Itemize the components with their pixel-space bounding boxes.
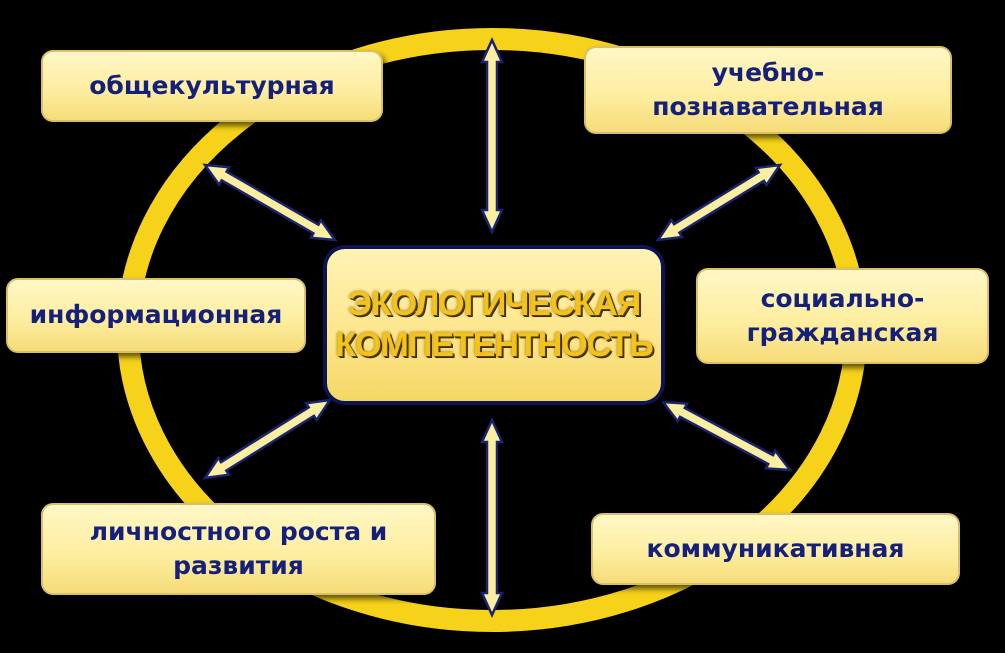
node-personal-growth: личностного роста и развития bbox=[41, 503, 436, 595]
node-social-civic: социально- гражданская bbox=[696, 268, 989, 364]
arrow-upper-right bbox=[655, 163, 783, 242]
center-competence: ЭКОЛОГИЧЕСКАЯ КОМПЕТЕНТНОСТЬ bbox=[323, 245, 665, 405]
arrow-lower-left bbox=[202, 398, 333, 480]
node-general-cultural: общекультурная bbox=[41, 50, 383, 122]
node-educational-cognitive: учебно- познавательная bbox=[584, 46, 952, 134]
arrow-bottom bbox=[480, 416, 504, 619]
node-communicative: коммуникативная bbox=[591, 513, 960, 585]
arrow-top bbox=[480, 36, 504, 236]
arrows-group bbox=[202, 36, 793, 619]
arrow-upper-left bbox=[202, 163, 338, 242]
node-informational: информационная bbox=[6, 278, 306, 353]
arrow-lower-right bbox=[660, 400, 793, 472]
